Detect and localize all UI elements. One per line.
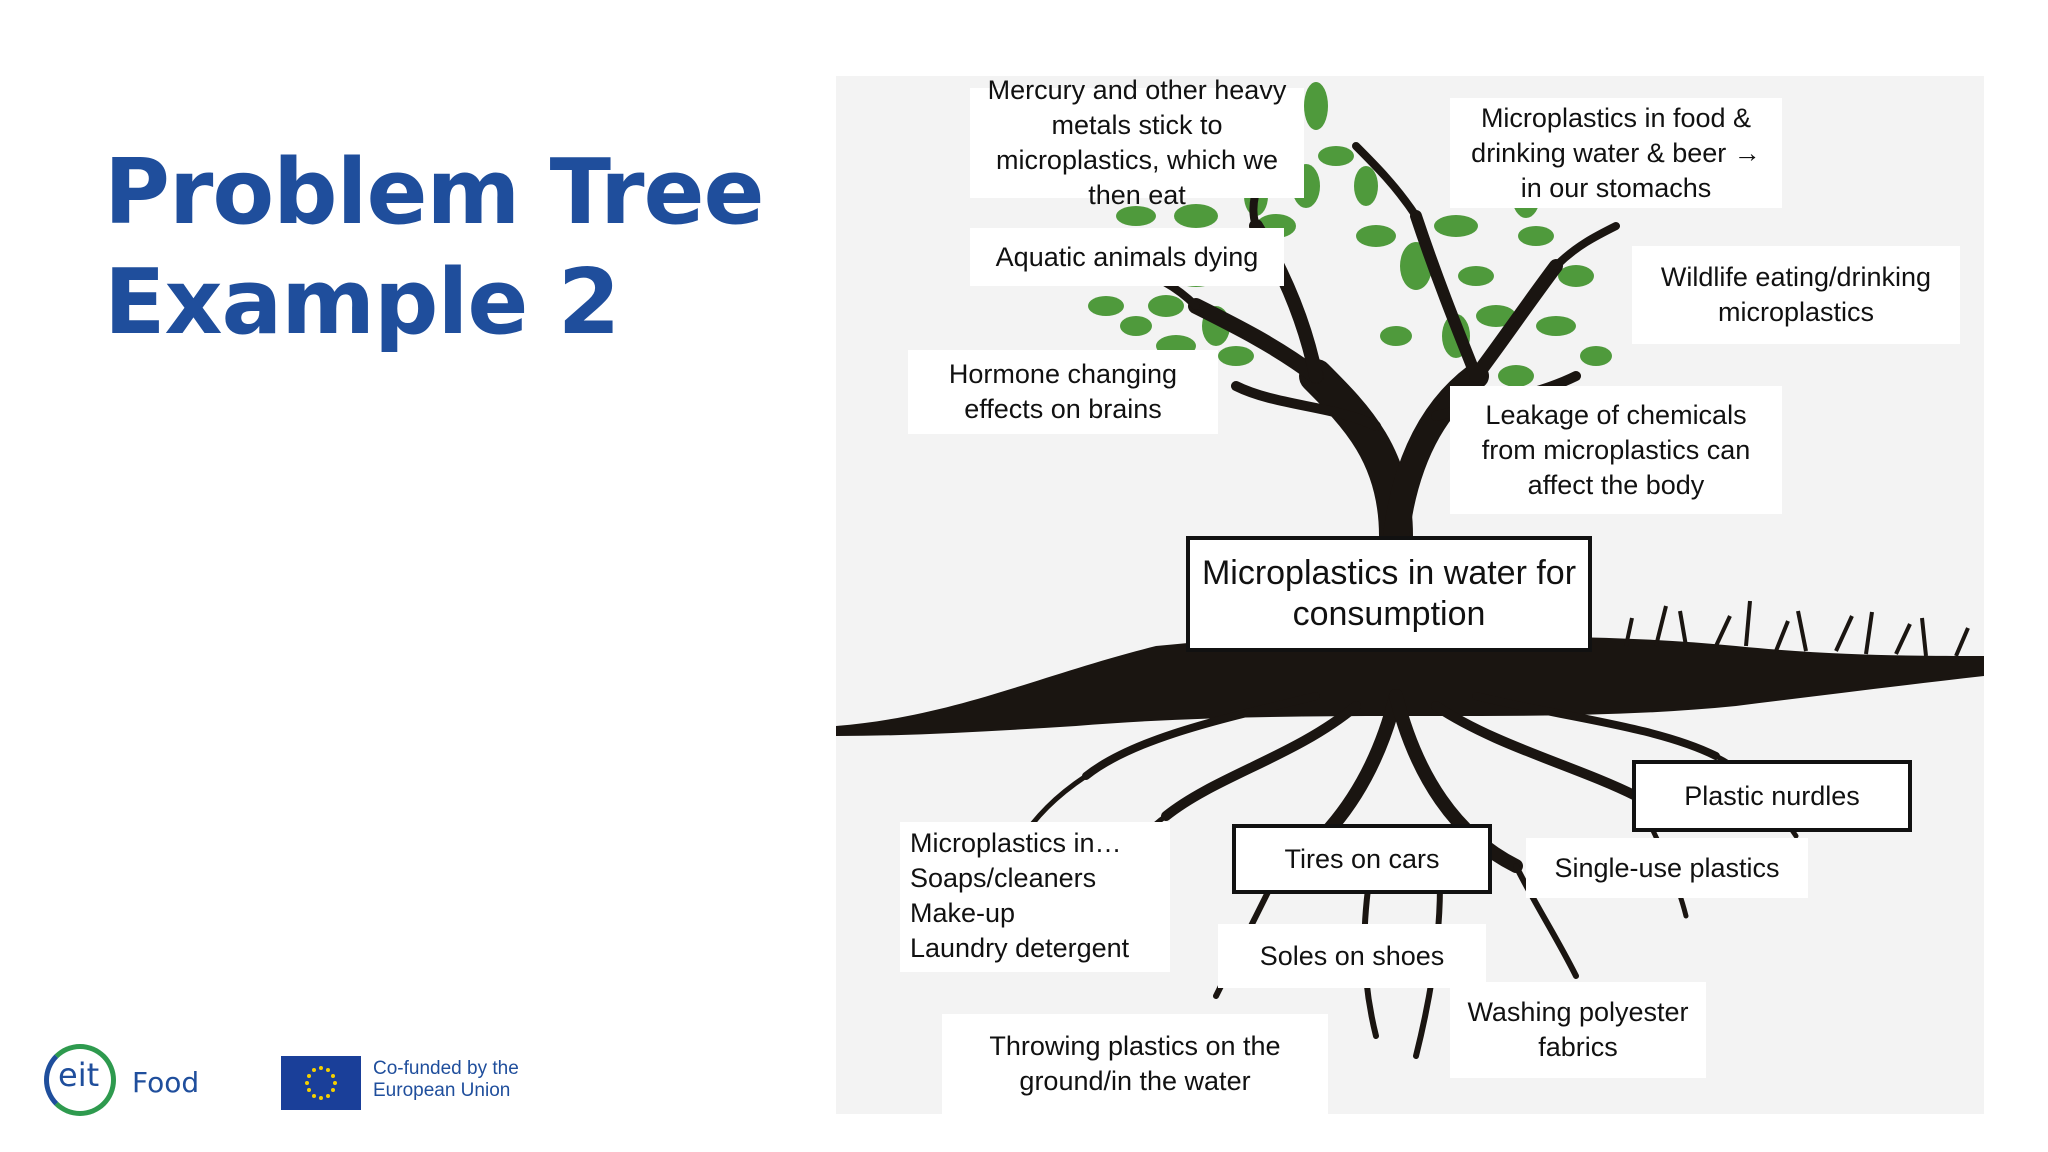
food-logo-text: Food — [132, 1066, 200, 1099]
title-line-2: Example 2 — [104, 250, 620, 355]
effect-food-drinking-water: Microplastics in food & drinking water &… — [1450, 98, 1782, 208]
eit-logo-text: eit — [58, 1056, 100, 1094]
effect-chemical-leakage: Leakage of chemicals from microplastics … — [1450, 386, 1782, 514]
eit-food-logo: eit Food — [40, 1040, 230, 1130]
cause-laundry-detergent: Laundry detergent — [910, 933, 1130, 963]
cause-microplastics-in: Microplastics in… — [910, 828, 1122, 858]
cause-soaps-cleaners: Soaps/cleaners — [910, 863, 1097, 893]
effect-aquatic-animals-dying: Aquatic animals dying — [970, 228, 1284, 286]
ground — [836, 636, 1984, 736]
cause-throwing-plastics: Throwing plastics on the ground/in the w… — [942, 1014, 1328, 1114]
eu-cofunded-text: Co-funded by the European Union — [373, 1058, 519, 1102]
effect-hormone-changes: Hormone changing effects on brains — [908, 350, 1218, 434]
cause-single-use-plastics: Single-use plastics — [1526, 838, 1808, 898]
cause-washing-polyester: Washing polyester fabrics — [1450, 982, 1706, 1078]
cause-soles-on-shoes: Soles on shoes — [1218, 924, 1486, 988]
cause-tires-on-cars: Tires on cars — [1232, 824, 1492, 894]
eu-flag-icon — [281, 1056, 361, 1110]
effect-heavy-metals: Mercury and other heavy metals stick to … — [970, 76, 1304, 210]
page-title: Problem Tree Example 2 — [104, 138, 765, 358]
cause-plastic-nurdles: Plastic nurdles — [1632, 760, 1912, 832]
cause-microplastics-products: Microplastics in… Soaps/cleaners Make-up… — [900, 822, 1170, 972]
effect-wildlife-eating: Wildlife eating/drinking microplastics — [1632, 246, 1960, 344]
eu-line-2: European Union — [373, 1080, 511, 1101]
problem-tree-diagram: Mercury and other heavy metals stick to … — [836, 76, 1984, 1114]
eu-line-1: Co-funded by the — [373, 1058, 519, 1079]
eit-ring-icon — [44, 1044, 116, 1116]
eu-stars — [305, 1066, 337, 1100]
grass — [1624, 600, 1970, 657]
core-problem: Microplastics in water for consumption — [1186, 536, 1592, 652]
title-line-1: Problem Tree — [104, 140, 765, 245]
cause-make-up: Make-up — [910, 898, 1016, 928]
